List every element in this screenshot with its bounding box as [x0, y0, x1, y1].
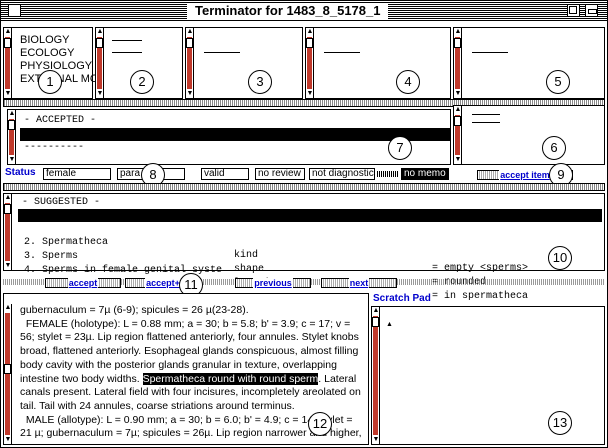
highlighted-phrase[interactable]: Spermatheca round with round sperm	[142, 372, 319, 385]
description-text[interactable]: gubernaculum = 7µ (6-9); spicules = 26 µ…	[20, 304, 364, 444]
list-item[interactable]: BIOLOGY	[20, 34, 70, 46]
suggested-row[interactable]: 3. Sperms shape = rounded	[18, 237, 602, 288]
accept-button[interactable]: accept	[45, 278, 121, 288]
memo-pane[interactable]: ▲▼ 6	[453, 105, 605, 165]
accepted-separator: ----------	[24, 142, 85, 153]
suggested-row[interactable]: 2. Spermatheca kind = empty <sperms>	[18, 223, 602, 274]
diagnostic-field[interactable]: not diagnostic	[309, 168, 375, 180]
pane-number-badge: 3	[248, 70, 272, 94]
zoom-box-icon[interactable]	[567, 4, 580, 17]
list-item[interactable]: PHYSIOLOGY	[20, 60, 93, 72]
window-title: Terminator for 1483_8_5178_1	[187, 3, 389, 19]
accepted-character: shape	[200, 155, 231, 166]
pane4-scrollbar[interactable]: ▲▼	[306, 28, 314, 98]
accepted-row[interactable]: 1. Spermatheca shape = round	[20, 128, 450, 179]
accepted-pane[interactable]: ▲▼ - ACCEPTED - 1. Spermatheca shape = r…	[7, 109, 451, 179]
divider-bar	[3, 99, 605, 107]
pane2-scrollbar[interactable]: ▲▼	[96, 28, 104, 98]
suggested-term: 4. Sperms in female genital syste	[24, 265, 223, 276]
suggested-scrollbar[interactable]: ▲▼	[4, 194, 12, 270]
pane-number-badge: 4	[396, 70, 420, 94]
description-text-pane[interactable]: ▲▼ gubernaculum = 7µ (6-9); spicules = 2…	[3, 293, 369, 445]
previous-label: previous	[253, 278, 293, 288]
pane-number-badge: 2	[130, 70, 154, 94]
status-label: Status	[5, 167, 36, 178]
review-field[interactable]: no review	[255, 168, 305, 180]
close-box-icon[interactable]	[8, 4, 21, 17]
divider-bar	[3, 183, 605, 191]
suggested-row[interactable]: 4. Sperms in female genital syste locati…	[18, 251, 602, 302]
suggested-row[interactable]: 1. Spermatheca shape = round	[18, 209, 602, 260]
pane-number-badge: 13	[548, 411, 572, 435]
accept-plus-label: accept+	[145, 278, 181, 288]
pane-number-badge: 7	[388, 136, 412, 160]
accepted-header: - ACCEPTED -	[24, 115, 97, 126]
next-button[interactable]: next	[321, 278, 397, 288]
suggested-value: = empty <sperms>	[432, 263, 529, 274]
suggested-header: - SUGGESTED -	[22, 197, 101, 208]
list-item[interactable]: ECOLOGY	[20, 47, 75, 59]
text-cursor-icon: ▲	[386, 321, 393, 328]
pane6-scrollbar[interactable]: ▲▼	[454, 106, 462, 164]
scratch-pad-scrollbar[interactable]: ▲▼	[372, 307, 380, 444]
accepted-term: 1. Spermatheca	[24, 142, 109, 153]
pane-number-badge: 10	[548, 246, 572, 270]
pane-number-badge: 5	[546, 70, 570, 94]
previous-button[interactable]: previous	[235, 278, 311, 288]
description-text-after: . Lateral canals present. Lateral field …	[20, 372, 362, 440]
suggested-value: = rounded	[432, 277, 487, 288]
sex-field[interactable]: female	[43, 168, 111, 180]
collapse-box-icon[interactable]	[585, 4, 598, 17]
pane-number-badge: 12	[308, 412, 332, 436]
memo-field[interactable]: no memo	[401, 168, 449, 180]
description-text-before: gubernaculum = 7µ (6-9); spicules = 26 µ…	[20, 304, 359, 385]
suggested-pane[interactable]: ▲▼ - SUGGESTED - 1. Spermatheca shape = …	[3, 193, 605, 302]
scratch-pad-label: Scratch Pad	[373, 293, 431, 304]
suggested-character: shape	[234, 264, 265, 275]
pane5-scrollbar[interactable]: ▲▼	[454, 28, 462, 98]
suggested-term: 3. Sperms	[24, 251, 79, 262]
subcategory-pane[interactable]: ▲▼ 2	[95, 27, 183, 99]
pane-number-badge: 1	[38, 70, 62, 94]
suggested-value: = in spermatheca	[432, 291, 529, 302]
pane-number-badge: 6	[542, 136, 566, 160]
accept-label: accept	[67, 278, 99, 288]
suggested-term: 1. Spermatheca	[24, 223, 109, 234]
suggested-character: shape	[234, 236, 265, 247]
suggested-value: = round	[432, 249, 475, 260]
text-scrollbar[interactable]: ▲▼	[4, 304, 12, 444]
suggested-term: 2. Spermatheca	[24, 237, 109, 248]
next-label: next	[348, 278, 370, 288]
title-bar[interactable]: Terminator for 1483_8_5178_1	[1, 1, 607, 21]
scratch-pad-pane[interactable]: ▲▼ ▲ 13	[371, 306, 605, 445]
accepted-scrollbar[interactable]: ▲▼	[8, 110, 16, 164]
character-pane[interactable]: ▲▼ 4	[305, 27, 451, 99]
state-pane[interactable]: ▲▼ 5	[453, 27, 605, 99]
suggested-character: kind	[234, 250, 259, 261]
pane1-scrollbar[interactable]: ▲▼	[4, 28, 12, 98]
character-category-pane[interactable]: ▲▼ BIOLOGY ECOLOGY PHYSIOLOGY EXTERNAL M…	[3, 27, 98, 99]
structure-pane[interactable]: ▲▼ 3	[185, 27, 303, 99]
pane3-scrollbar[interactable]: ▲▼	[186, 28, 194, 98]
validity-field[interactable]: valid	[201, 168, 249, 180]
accept-item-label: accept item	[499, 170, 551, 180]
